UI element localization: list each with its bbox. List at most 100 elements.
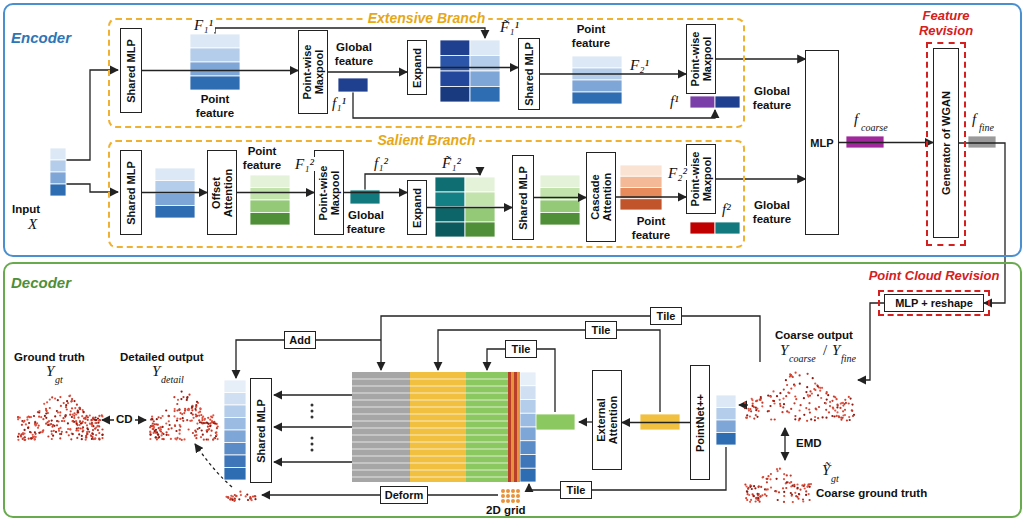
caption-label: Point feature: [180, 92, 250, 120]
layout-rect: [520, 386, 536, 400]
layout-rect: [155, 181, 195, 194]
layout-circle: [814, 416, 816, 418]
layout-circle: [746, 417, 748, 419]
layout-circle: [77, 417, 79, 419]
layout-circle: [69, 428, 71, 430]
layout-circle: [71, 416, 73, 418]
layout-circle: [311, 443, 314, 446]
layout-circle: [783, 478, 785, 480]
layout-circle: [17, 418, 19, 420]
process-box: Deform: [380, 486, 429, 504]
layout-circle: [785, 379, 787, 381]
layout-circle: [73, 412, 75, 414]
caption-label: Detailed output: [120, 350, 204, 364]
layout-circle: [61, 420, 63, 422]
layout-circle: [199, 411, 201, 413]
layout-circle: [191, 406, 193, 408]
process-box: Tile: [505, 340, 537, 358]
layout-circle: [59, 411, 61, 413]
layout-circle: [69, 414, 71, 416]
group-heading: Decoder: [11, 274, 71, 291]
layout-circle: [209, 422, 211, 424]
layout-rect: [250, 200, 290, 213]
layout-circle: [805, 391, 807, 393]
layout-line: [410, 407, 466, 408]
box-label: External Attention: [595, 374, 619, 466]
layout-rect: [250, 188, 290, 201]
layout-circle: [215, 431, 217, 433]
layout-circle: [95, 419, 97, 421]
caption-label: EMD: [794, 436, 824, 450]
layout-circle: [201, 419, 203, 421]
layout-rect: [435, 207, 465, 222]
layout-rect: [435, 177, 465, 192]
layout-circle: [752, 405, 754, 407]
layout-circle: [776, 468, 778, 470]
layout-rect: [716, 420, 736, 433]
layout-circle: [35, 424, 37, 426]
layout-circle: [40, 416, 42, 418]
layout-circle: [51, 396, 53, 398]
flow-arrow: [344, 192, 407, 193]
layout-circle: [796, 488, 798, 490]
layout-circle: [186, 396, 188, 398]
layout-rect: [250, 213, 290, 226]
layout-circle: [187, 409, 189, 411]
layout-circle: [66, 400, 68, 402]
group-heading: Extensive Branch: [365, 10, 489, 26]
layout-circle: [149, 430, 151, 432]
layout-circle: [842, 414, 844, 416]
layout-circle: [43, 403, 45, 405]
layout-circle: [773, 400, 775, 402]
layout-circle: [814, 419, 816, 421]
box-label: PointNet++: [694, 369, 706, 476]
layout-circle: [176, 417, 178, 419]
layout-circle: [506, 494, 510, 498]
layout-circle: [794, 418, 796, 420]
layout-circle: [848, 402, 850, 404]
layout-circle: [165, 422, 167, 424]
layout-circle: [77, 410, 79, 412]
math-symbol: fine: [839, 352, 858, 366]
layout-circle: [212, 414, 214, 416]
layout-circle: [234, 497, 236, 499]
layout-circle: [808, 402, 810, 404]
math-symbol: F̃₁¹: [498, 20, 521, 34]
layout-circle: [79, 407, 81, 409]
layout-circle: [817, 417, 819, 419]
layout-circle: [852, 415, 854, 417]
layout-circle: [799, 409, 801, 411]
layout-circle: [795, 495, 797, 497]
layout-circle: [85, 439, 87, 441]
layout-path: [739, 404, 748, 405]
layout-circle: [207, 426, 209, 428]
math-symbol: F₁²: [293, 157, 316, 171]
layout-circle: [808, 493, 810, 495]
caption-label: Global feature: [326, 40, 382, 68]
layout-circle: [184, 410, 186, 412]
layout-circle: [790, 388, 792, 390]
layout-circle: [34, 438, 36, 440]
layout-circle: [821, 387, 823, 389]
layout-circle: [776, 478, 778, 480]
layout-circle: [168, 415, 170, 417]
math-symbol: f₁²: [372, 156, 390, 170]
layout-circle: [23, 421, 25, 423]
layout-circle: [196, 401, 198, 403]
layout-circle: [58, 430, 60, 432]
layout-circle: [501, 489, 505, 493]
layout-circle: [806, 486, 808, 488]
layout-circle: [30, 432, 32, 434]
layout-circle: [157, 433, 159, 435]
layout-circle: [161, 432, 163, 434]
layout-rect: [155, 168, 195, 181]
layout-circle: [756, 497, 758, 499]
layout-circle: [204, 418, 206, 420]
layout-circle: [851, 410, 853, 412]
layout-circle: [789, 376, 791, 378]
layout-circle: [746, 485, 748, 487]
layout-rect: [435, 192, 465, 207]
layout-circle: [98, 432, 100, 434]
layout-circle: [42, 418, 44, 420]
layout-circle: [795, 372, 797, 374]
